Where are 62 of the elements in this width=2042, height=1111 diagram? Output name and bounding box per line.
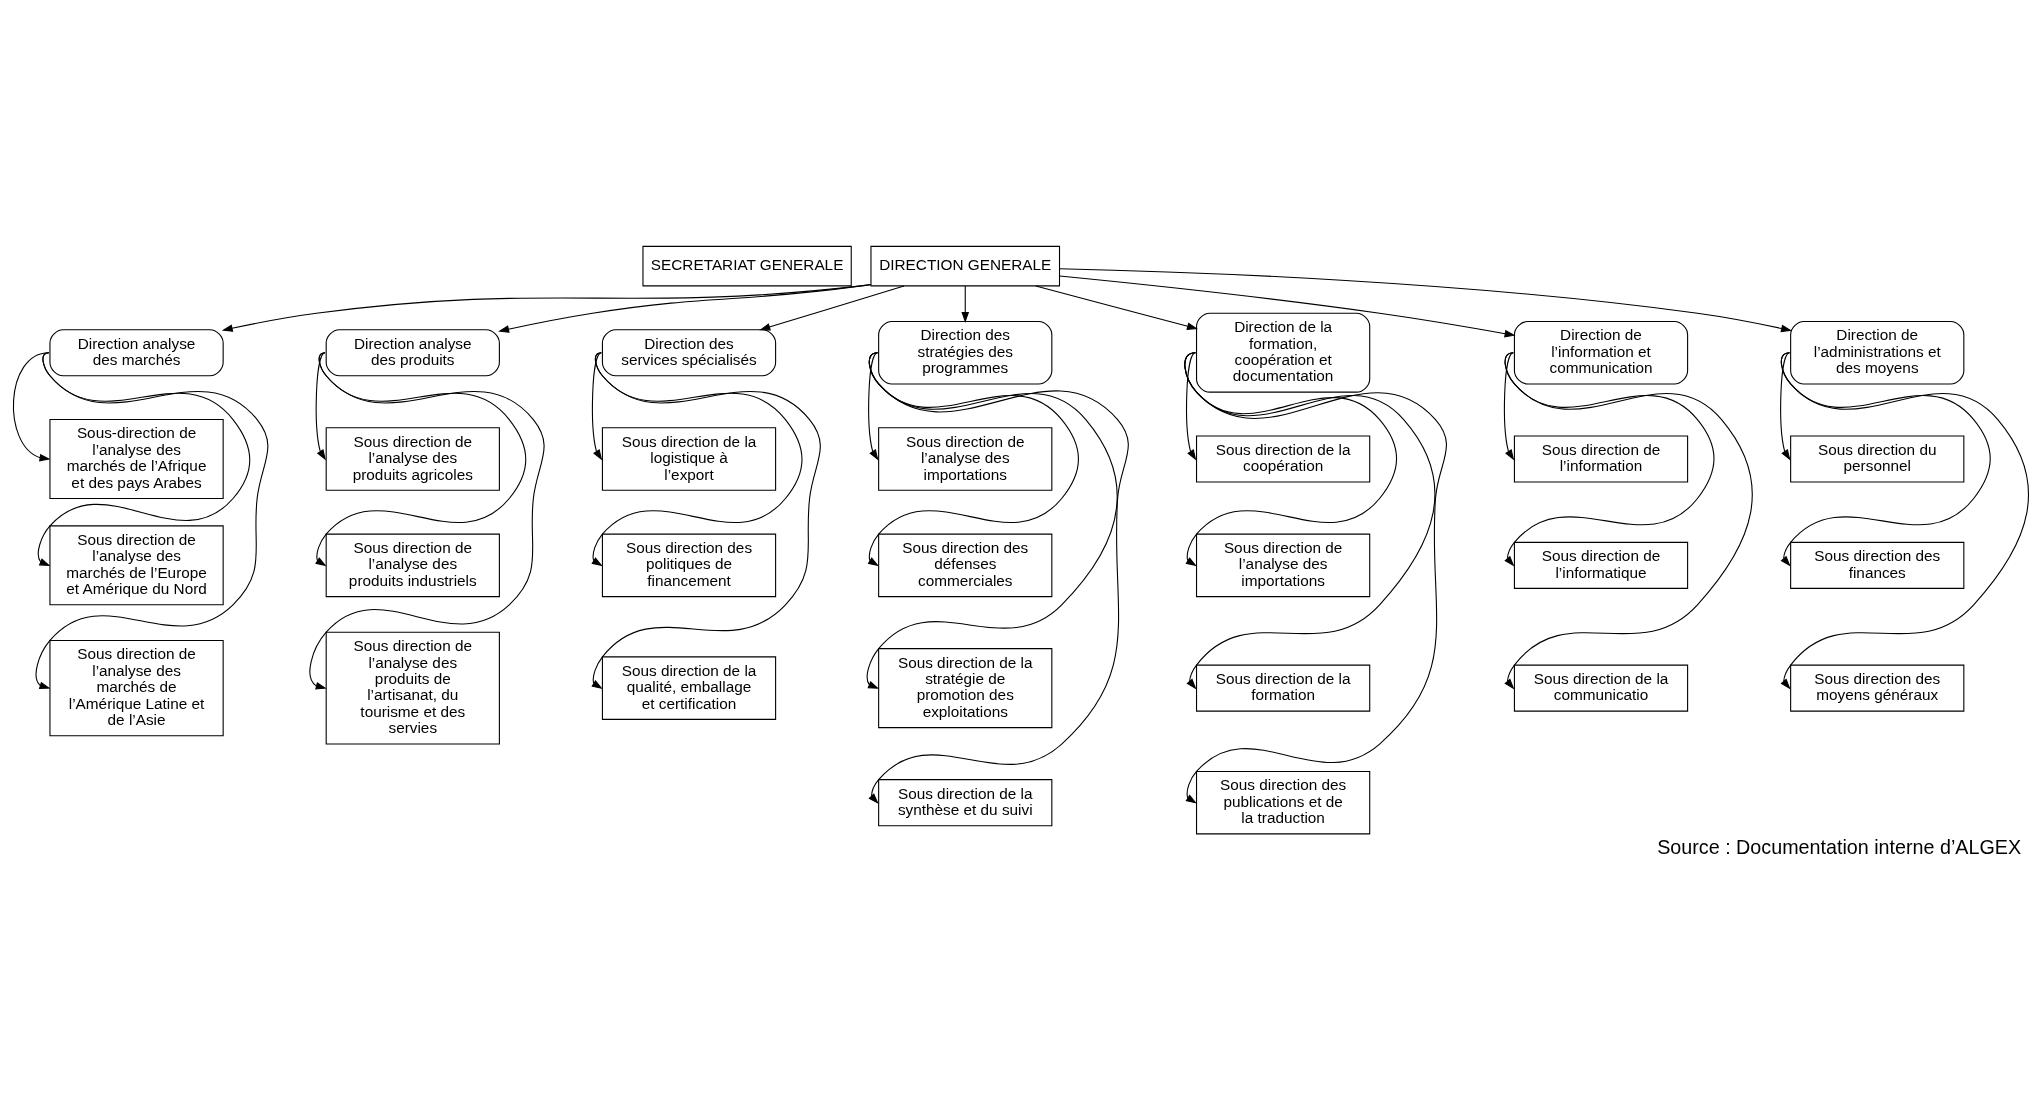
arrow — [1184, 352, 1447, 804]
node-box: Direction de l’information et communication — [1513, 320, 1689, 385]
arrow — [759, 285, 905, 331]
node-box: Sous direction de l’analyse des importations — [878, 427, 1053, 491]
arrow — [1184, 352, 1436, 690]
arrow — [221, 284, 872, 332]
node-box: Sous direction des finances — [1790, 541, 1965, 589]
arrow — [961, 285, 970, 323]
arrow — [591, 352, 603, 461]
arrow — [1780, 352, 2030, 690]
node-box: Sous direction des moyens généraux — [1790, 664, 1965, 712]
caption: Source : Documentation interne d’ALGEX — [1657, 836, 2022, 859]
arrow — [315, 352, 326, 461]
node-box: Sous direction de la formation — [1196, 664, 1371, 712]
arrow — [1780, 352, 1791, 461]
arrow — [1504, 352, 1753, 690]
arrow — [498, 283, 872, 333]
node-box: Sous direction de la logistique à l’export — [601, 427, 777, 491]
node-box: Direction analyse des marchés — [49, 329, 224, 377]
arrow — [35, 352, 269, 690]
arrow — [1059, 275, 1516, 338]
node-box: Sous direction de la communicatio — [1513, 664, 1689, 712]
node-box: Sous direction de l’informatique — [1513, 541, 1689, 589]
arrow — [13, 352, 51, 462]
node-box: DIRECTION GENERALE — [870, 245, 1061, 287]
arrow — [591, 352, 821, 689]
node-box: Direction analyse des produits — [325, 329, 500, 377]
node-box: Sous direction de la stratégie de promotion des exploitations — [878, 648, 1053, 729]
arrow — [867, 352, 1079, 567]
node-box: Sous direction des politiques de financement — [601, 533, 777, 598]
arrow — [1035, 285, 1198, 330]
node-box: Sous direction de l’analyse des importations — [1196, 533, 1371, 598]
node-box: Sous direction de l’analyse des produits de l’artisanat, du tourisme et des servies — [325, 631, 500, 745]
node-box: Sous direction de l’analyse des marchés de l’Europe et Amérique du Nord — [49, 525, 224, 606]
arrow — [1504, 352, 1715, 567]
node-box: Sous direction des défenses commerciales — [878, 533, 1053, 598]
arrow — [1059, 268, 1792, 333]
arrow — [1503, 352, 1515, 461]
arrow — [1186, 352, 1197, 461]
arrow — [315, 352, 527, 567]
arrow — [868, 352, 1129, 804]
arrow — [591, 352, 803, 567]
node-box: SECRETARIAT GENERALE — [642, 245, 852, 287]
arrow — [1184, 352, 1398, 567]
node-box: Sous-direction de l’analyse des marchés de l’Afrique et des pays Arabes — [49, 419, 224, 500]
node-box: Sous direction de l’information — [1513, 435, 1689, 483]
node-box: Direction de la formation, coopération et documentation — [1196, 312, 1371, 393]
node-box: Sous direction de l’analyse des produits industriels — [325, 533, 500, 598]
arrow — [309, 352, 545, 690]
arrow — [1780, 352, 1991, 567]
node-box: Direction des stratégies des programmes — [878, 320, 1053, 385]
node-box: Sous direction de l’analyse des produits agricoles — [325, 427, 500, 491]
node-box: Sous direction des publications et de la traduction — [1196, 770, 1371, 835]
node-box: Sous direction du personnel — [1790, 435, 1965, 483]
node-box: Sous direction de l’analyse des marchés de l’Amérique Latine et de l’Asie — [49, 639, 224, 737]
node-box: Sous direction de la synthèse et du suivi — [878, 779, 1053, 827]
node-box: Direction de l’administrations et des moyens — [1790, 320, 1965, 385]
node-box: Sous direction de la coopération — [1196, 435, 1371, 483]
arrow — [866, 352, 1118, 689]
node-box: Direction des services spécialisés — [601, 329, 777, 377]
node-box: Sous direction de la qualité, emballage et certification — [601, 656, 777, 720]
arrow — [868, 352, 879, 461]
